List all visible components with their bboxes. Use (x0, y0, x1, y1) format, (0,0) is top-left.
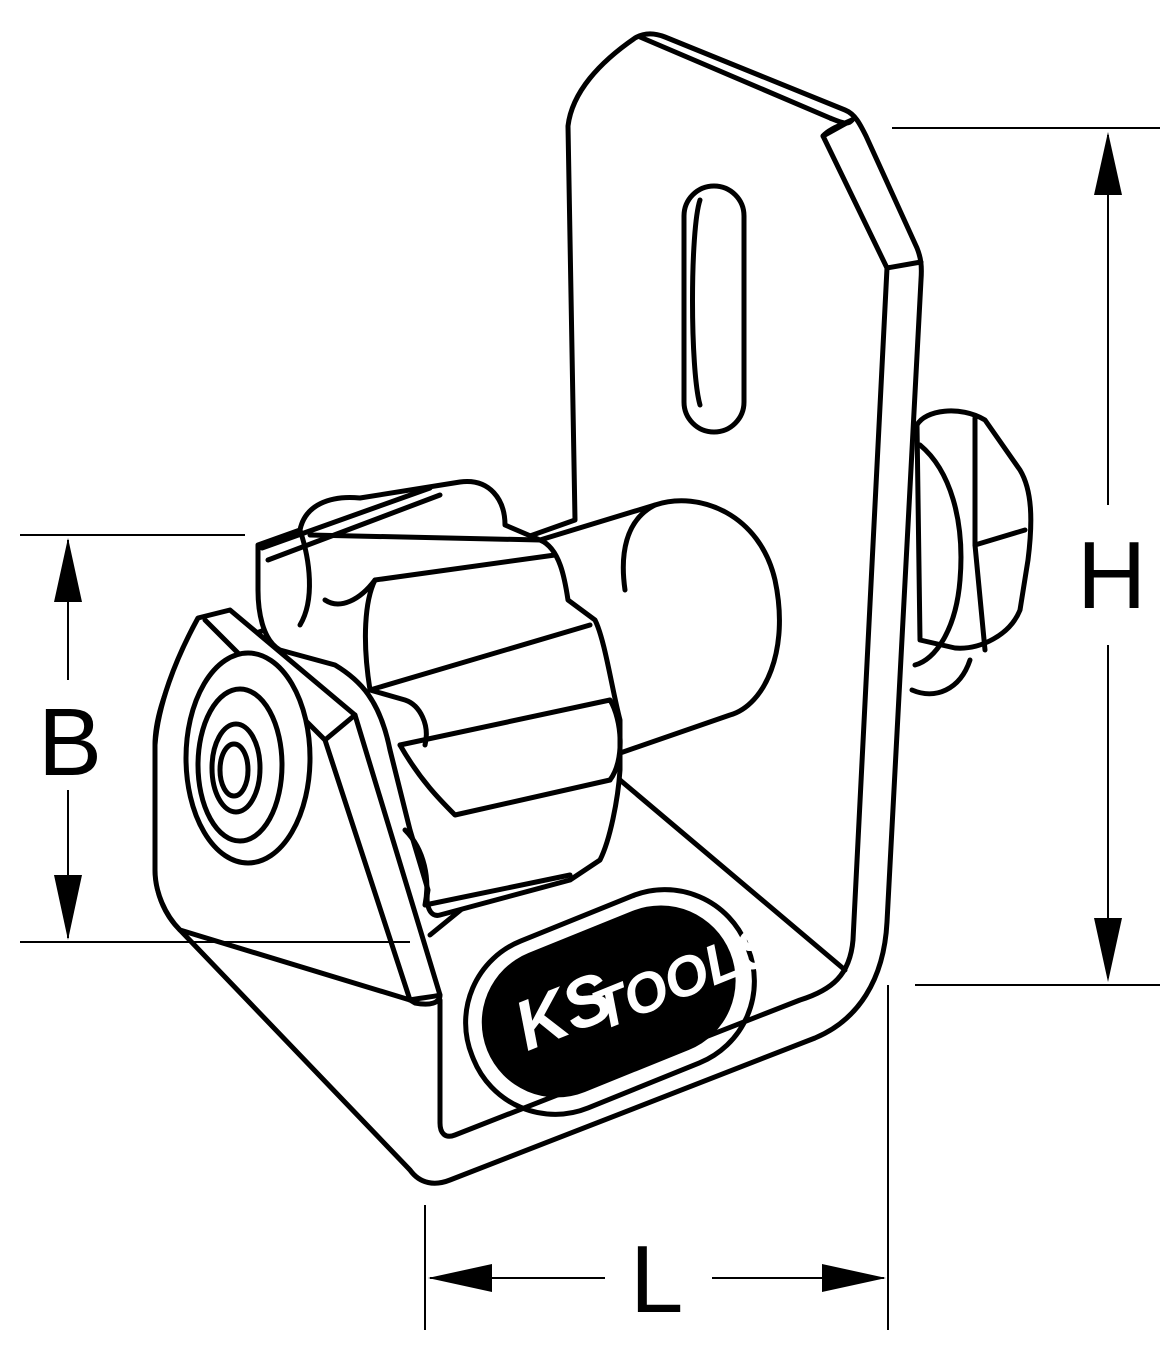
dimension-b-arrow-top (54, 538, 82, 602)
hex-nut (909, 408, 1034, 697)
adjustment-slot (681, 183, 747, 435)
dimension-l-label: L (630, 1226, 683, 1333)
dimension-l: L (424, 985, 889, 1333)
dimension-b-arrow-bottom (54, 875, 82, 940)
dimension-l-arrow-left (428, 1264, 492, 1292)
front-roller (183, 650, 313, 866)
dimension-h: H (892, 127, 1160, 986)
dimension-l-arrow-right (822, 1264, 886, 1292)
dimension-h-arrow-bottom (1094, 918, 1122, 982)
dimension-h-label: H (1077, 522, 1146, 629)
dimension-b: B (20, 534, 410, 943)
dimension-h-arrow-top (1094, 132, 1122, 195)
registered-mark: ® (725, 930, 733, 941)
ks-tools-logo: KS TOOLS ® (463, 887, 784, 1117)
dimension-b-label: B (38, 689, 102, 796)
gear-wheel (255, 479, 623, 918)
